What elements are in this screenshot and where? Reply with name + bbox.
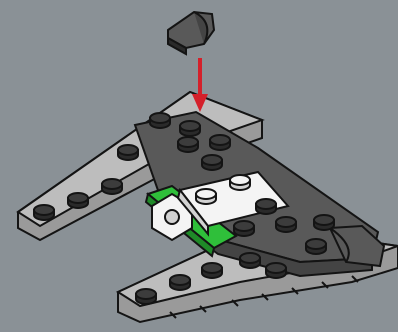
stud [178,137,198,147]
stud [118,145,138,155]
stud [68,193,88,203]
stud [210,135,230,145]
stud [202,263,222,273]
stud [196,189,216,199]
stud [180,121,200,131]
stud [306,239,326,249]
stud [266,263,286,273]
stud [234,221,254,231]
stud [202,155,222,165]
stud [34,205,54,215]
stud [136,289,156,299]
stud [276,217,296,227]
stud [256,199,276,209]
curved-slope-piece-icon [168,12,214,54]
stud [170,275,190,285]
stud [102,179,122,189]
stud [230,175,250,185]
stud [150,113,170,123]
stud [240,253,260,263]
clip-bracket-hole [165,210,179,224]
stud [314,215,334,225]
